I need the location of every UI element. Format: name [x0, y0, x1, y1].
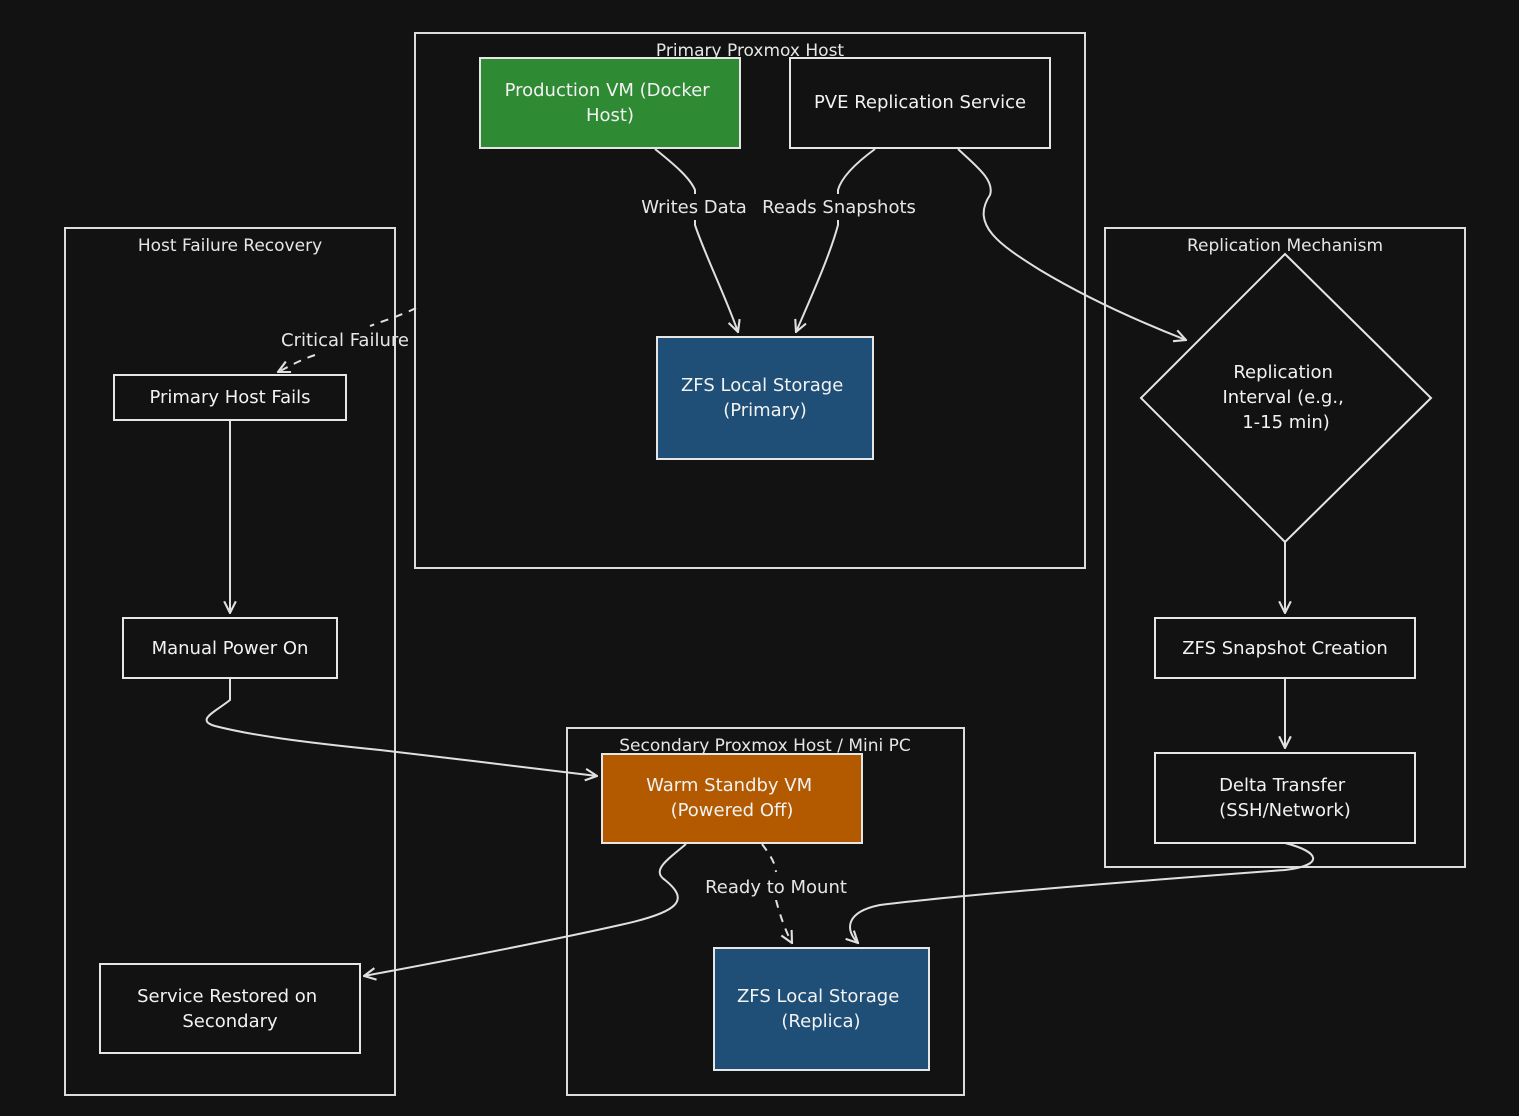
edge-standby-to-restored: [364, 843, 687, 976]
node-delta-transfer-label: Delta Transfer (SSH/Network): [1219, 775, 1351, 821]
edge-label-critical-failure: Critical Failure: [281, 330, 409, 351]
node-delta-transfer[interactable]: Delta Transfer (SSH/Network): [1154, 752, 1416, 844]
node-replication-interval-label: Replication Interval (e.g., 1-15 min): [1222, 362, 1349, 433]
node-replication-interval[interactable]: Replication Interval (e.g., 1-15 min): [1139, 252, 1433, 544]
cluster-host-failure-recovery-label: Host Failure Recovery: [138, 236, 322, 256]
node-pve-replication-service-label: PVE Replication Service: [814, 92, 1026, 113]
edges: [205, 148, 1315, 976]
node-production-vm-label: Production VM (Docker Host): [505, 80, 716, 126]
cluster-replication-mechanism: Replication Mechanism: [1104, 227, 1466, 868]
node-warm-standby-vm-label: Warm Standby VM (Powered Off): [646, 775, 818, 821]
node-service-restored-label: Service Restored on Secondary: [137, 986, 323, 1032]
edge-label-ready-to-mount: Ready to Mount: [705, 877, 847, 898]
node-manual-power-on[interactable]: Manual Power On: [122, 617, 338, 679]
node-zfs-storage-primary-label: ZFS Local Storage (Primary): [681, 375, 849, 421]
cluster-host-failure-recovery: Host Failure Recovery: [64, 227, 396, 1096]
node-zfs-snapshot-creation-label: ZFS Snapshot Creation: [1182, 638, 1388, 659]
edge-pve-to-interval: [957, 148, 1186, 340]
node-production-vm[interactable]: Production VM (Docker Host): [479, 57, 741, 149]
cluster-replication-mechanism-label: Replication Mechanism: [1187, 236, 1383, 256]
node-primary-host-fails-label: Primary Host Fails: [149, 387, 310, 408]
edge-critical-failure: [278, 307, 417, 372]
edge-labels: Writes Data Reads Snapshots Critical Fai…: [281, 194, 924, 900]
cluster-secondary-proxmox-host-label: Secondary Proxmox Host / Mini PC: [619, 736, 911, 756]
node-warm-standby-vm[interactable]: Warm Standby VM (Powered Off): [601, 753, 863, 844]
node-zfs-storage-primary[interactable]: ZFS Local Storage (Primary): [656, 336, 874, 460]
node-zfs-storage-replica[interactable]: ZFS Local Storage (Replica): [713, 947, 930, 1071]
edge-label-reads-snapshots: Reads Snapshots: [762, 197, 916, 218]
node-pve-replication-service[interactable]: PVE Replication Service: [789, 57, 1051, 149]
node-service-restored[interactable]: Service Restored on Secondary: [99, 963, 361, 1054]
cluster-secondary-proxmox-host: Secondary Proxmox Host / Mini PC: [566, 727, 965, 1096]
edge-reads-snapshots: [796, 148, 876, 332]
node-zfs-snapshot-creation[interactable]: ZFS Snapshot Creation: [1154, 617, 1416, 679]
edge-ready-to-mount: [761, 843, 792, 943]
cluster-primary-proxmox-host-label: Primary Proxmox Host: [656, 41, 845, 61]
node-manual-power-on-label: Manual Power On: [152, 638, 309, 659]
cluster-primary-proxmox-host: Primary Proxmox Host: [414, 32, 1086, 569]
node-primary-host-fails[interactable]: Primary Host Fails: [113, 374, 347, 421]
edge-writes-data: [654, 148, 738, 332]
edge-delta-to-replica: [850, 842, 1315, 943]
node-zfs-storage-replica-label: ZFS Local Storage (Replica): [737, 986, 905, 1032]
edge-power-on-to-standby: [205, 678, 597, 776]
edge-label-writes-data: Writes Data: [641, 197, 747, 218]
